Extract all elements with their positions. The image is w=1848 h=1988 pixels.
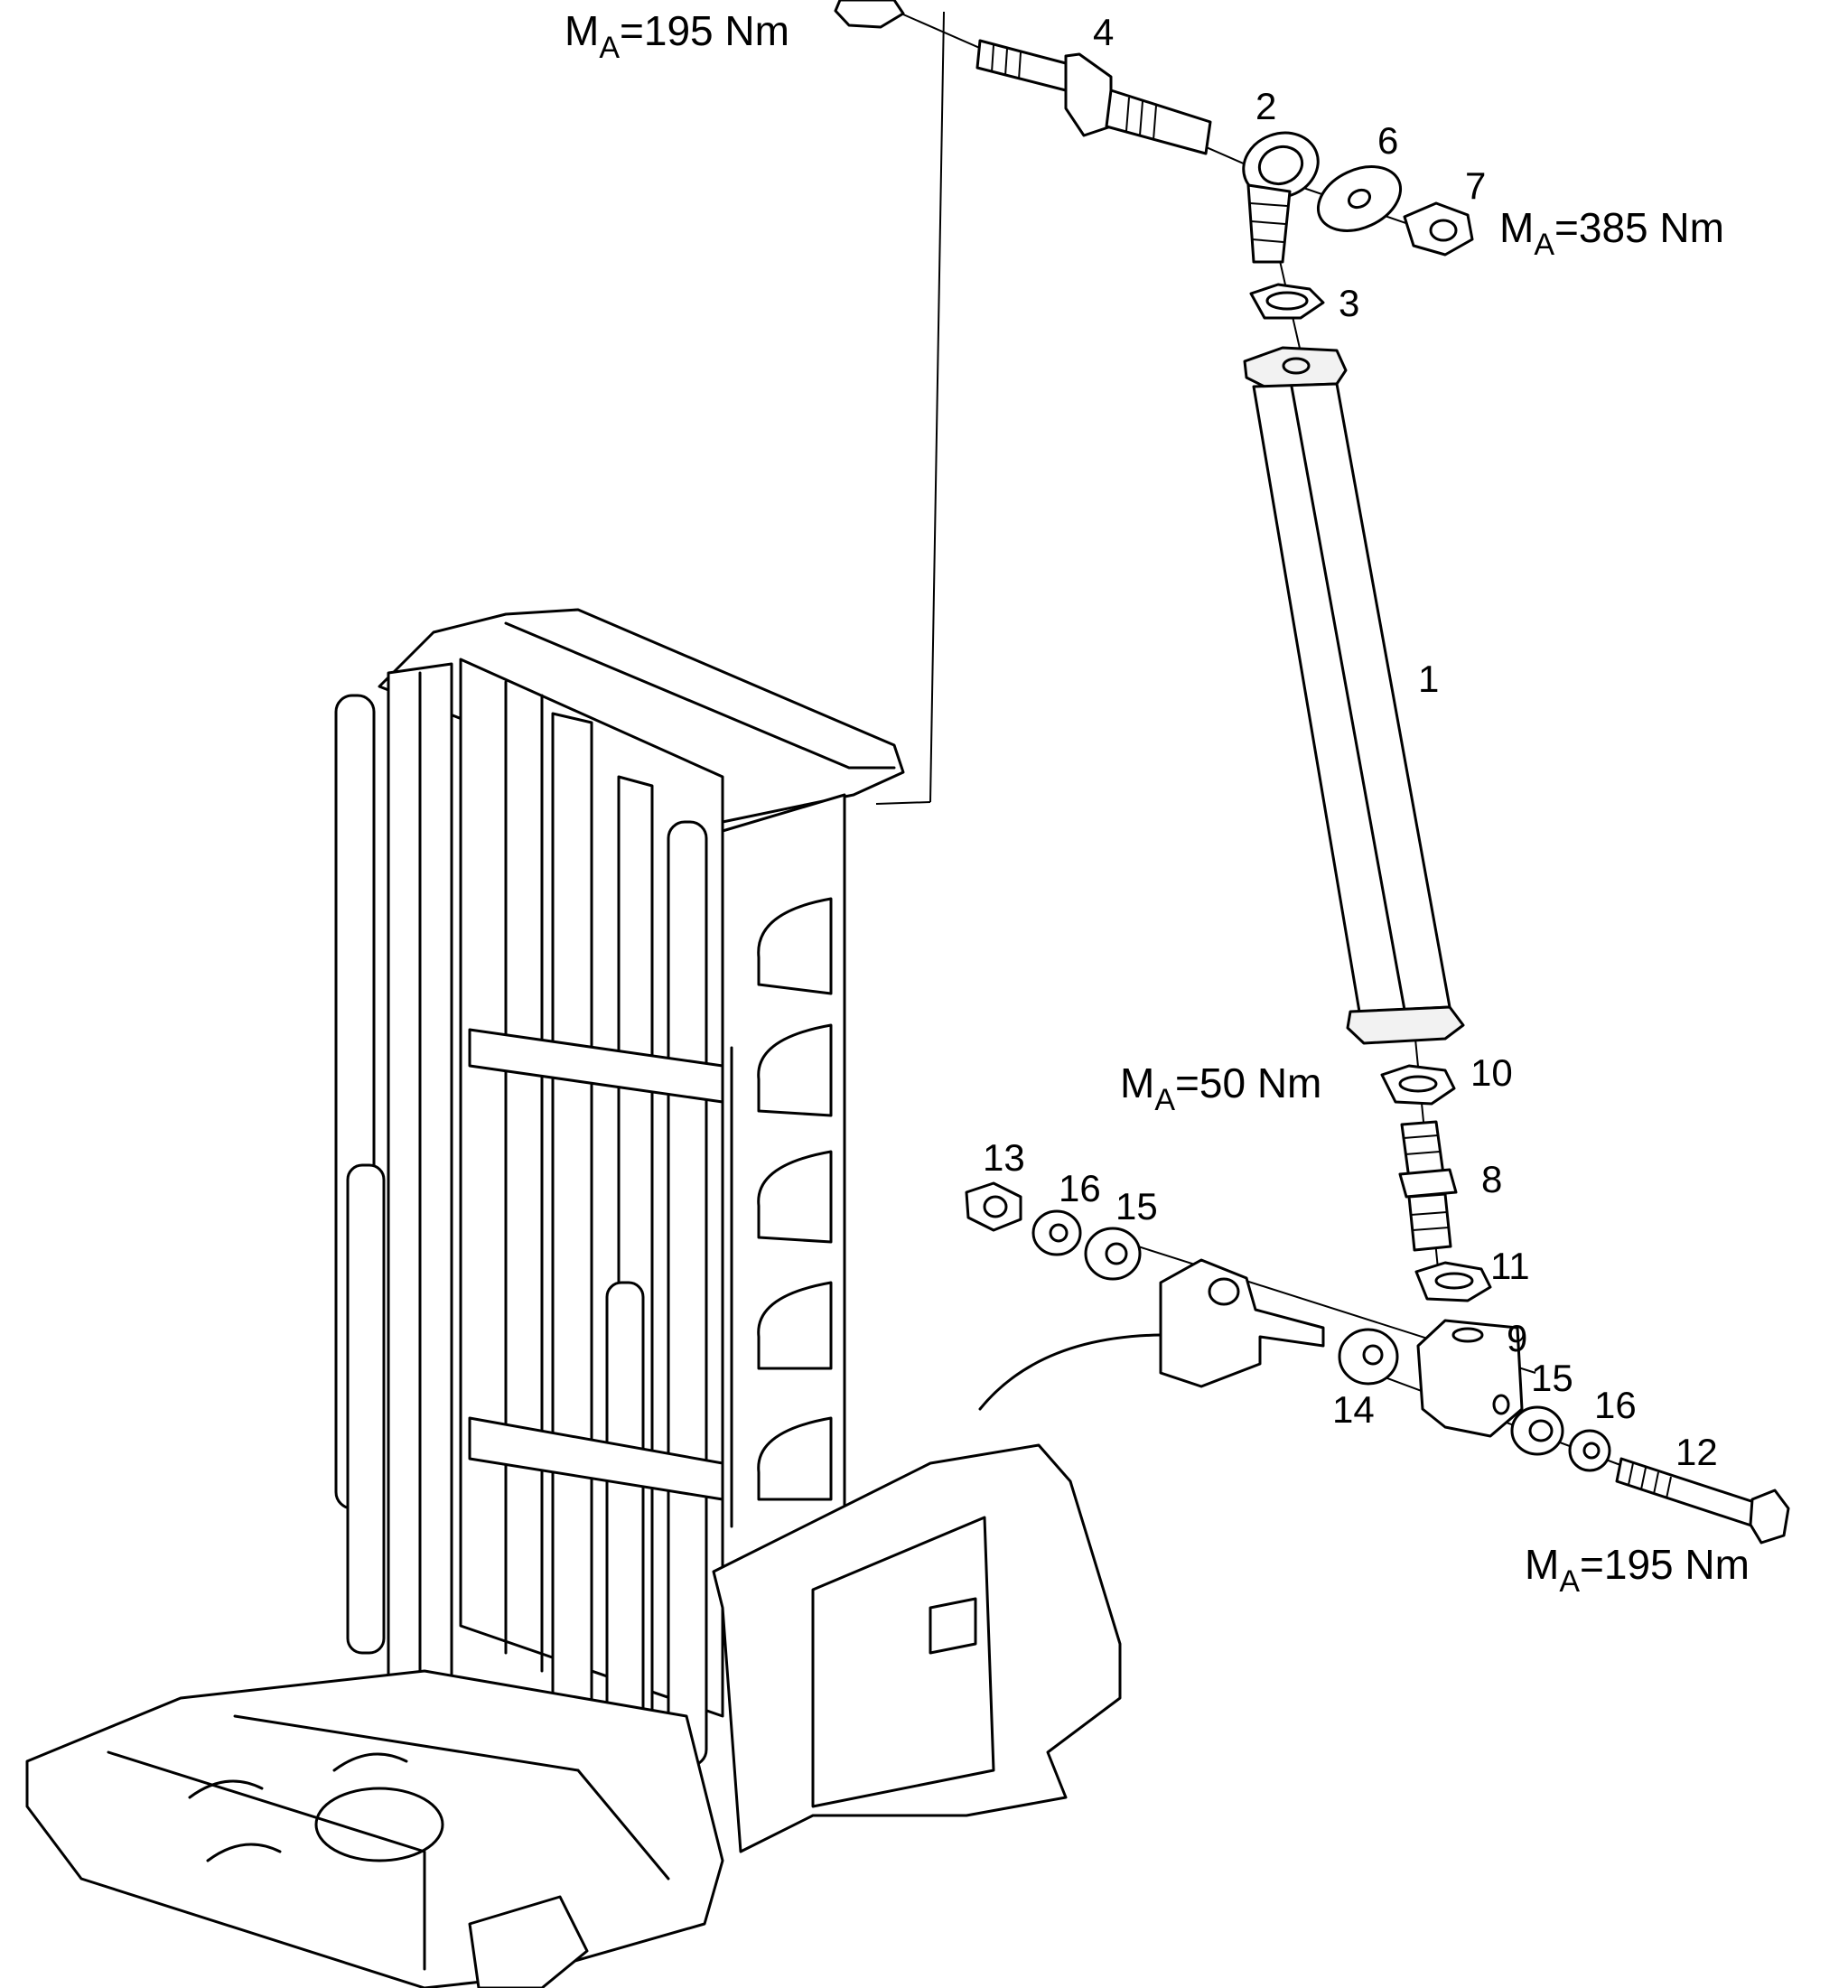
label-part-13: 13 bbox=[983, 1136, 1025, 1179]
part-6-washer bbox=[1316, 165, 1403, 232]
torque-top-left: MA=195 Nm bbox=[565, 7, 789, 65]
label-part-7: 7 bbox=[1465, 164, 1486, 207]
label-part-8: 8 bbox=[1481, 1158, 1502, 1200]
torque-annotations: MA=195 Nm MA=385 Nm MA=50 Nm MA=195 Nm bbox=[565, 7, 1750, 1599]
label-part-4: 4 bbox=[1093, 11, 1114, 53]
part-12-bolt bbox=[1615, 1457, 1790, 1545]
torque-middle: MA=50 Nm bbox=[1120, 1059, 1321, 1117]
torque-top-right: MA=385 Nm bbox=[1499, 204, 1724, 262]
top-left-nut bbox=[834, 0, 905, 29]
label-part-6: 6 bbox=[1377, 119, 1398, 162]
label-part-16-right: 16 bbox=[1594, 1384, 1637, 1426]
label-part-11: 11 bbox=[1490, 1245, 1530, 1287]
part-8-adapter bbox=[1398, 1120, 1458, 1252]
part-16-washer-left bbox=[1031, 1209, 1082, 1256]
torque-bottom-right: MA=195 Nm bbox=[1525, 1541, 1750, 1599]
label-part-16-left: 16 bbox=[1059, 1167, 1101, 1209]
part-7-nut bbox=[1403, 201, 1474, 257]
part-15-bushing-right bbox=[1510, 1405, 1564, 1456]
part-number-labels: 4 2 6 7 3 1 10 8 11 9 13 16 15 14 15 16 … bbox=[983, 11, 1718, 1473]
label-part-2: 2 bbox=[1255, 85, 1276, 127]
label-part-9: 9 bbox=[1507, 1317, 1527, 1359]
part-11-nut bbox=[1414, 1261, 1492, 1302]
label-part-14: 14 bbox=[1332, 1388, 1375, 1431]
part-14-bushing bbox=[1338, 1328, 1399, 1386]
part-1-tube bbox=[1243, 346, 1465, 1045]
label-part-10: 10 bbox=[1470, 1051, 1513, 1094]
part-9-clevis bbox=[1416, 1319, 1524, 1438]
label-part-1: 1 bbox=[1418, 658, 1439, 700]
part-4-stud bbox=[975, 39, 1212, 155]
part-2-rod-end bbox=[1242, 131, 1320, 264]
part-16-washer-right bbox=[1568, 1429, 1611, 1472]
label-part-12: 12 bbox=[1675, 1431, 1718, 1473]
part-13-nut bbox=[965, 1181, 1022, 1232]
label-part-15-right: 15 bbox=[1531, 1357, 1573, 1399]
label-part-15-left: 15 bbox=[1115, 1185, 1158, 1227]
label-part-3: 3 bbox=[1339, 282, 1359, 324]
truck-frame-drawing bbox=[25, 608, 1122, 1988]
part-3-lock-nut bbox=[1249, 283, 1325, 320]
mount-bracket bbox=[978, 1258, 1325, 1411]
part-15-bushing-left bbox=[1084, 1227, 1142, 1281]
part-10-nut bbox=[1380, 1064, 1456, 1106]
